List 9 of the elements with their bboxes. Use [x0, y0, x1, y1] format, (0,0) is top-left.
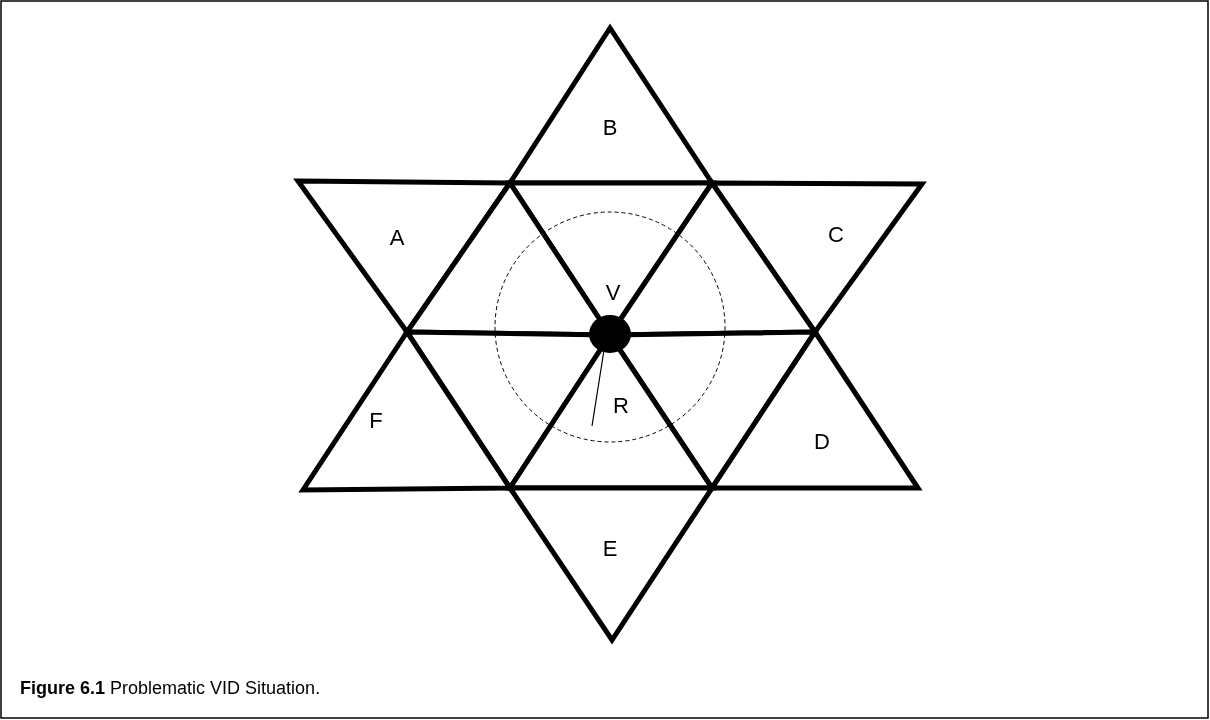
vertex-label: V — [605, 280, 621, 306]
region-letter: C — [828, 222, 844, 248]
region-letter: E — [602, 536, 618, 562]
region-letter: D — [814, 429, 830, 455]
region-letter: F — [369, 408, 383, 434]
region-letter: A — [389, 225, 405, 251]
region-letter: B — [602, 115, 618, 141]
radius-label: R — [613, 393, 629, 419]
figure-caption: Figure 6.1 Problematic VID Situation. — [20, 678, 321, 699]
